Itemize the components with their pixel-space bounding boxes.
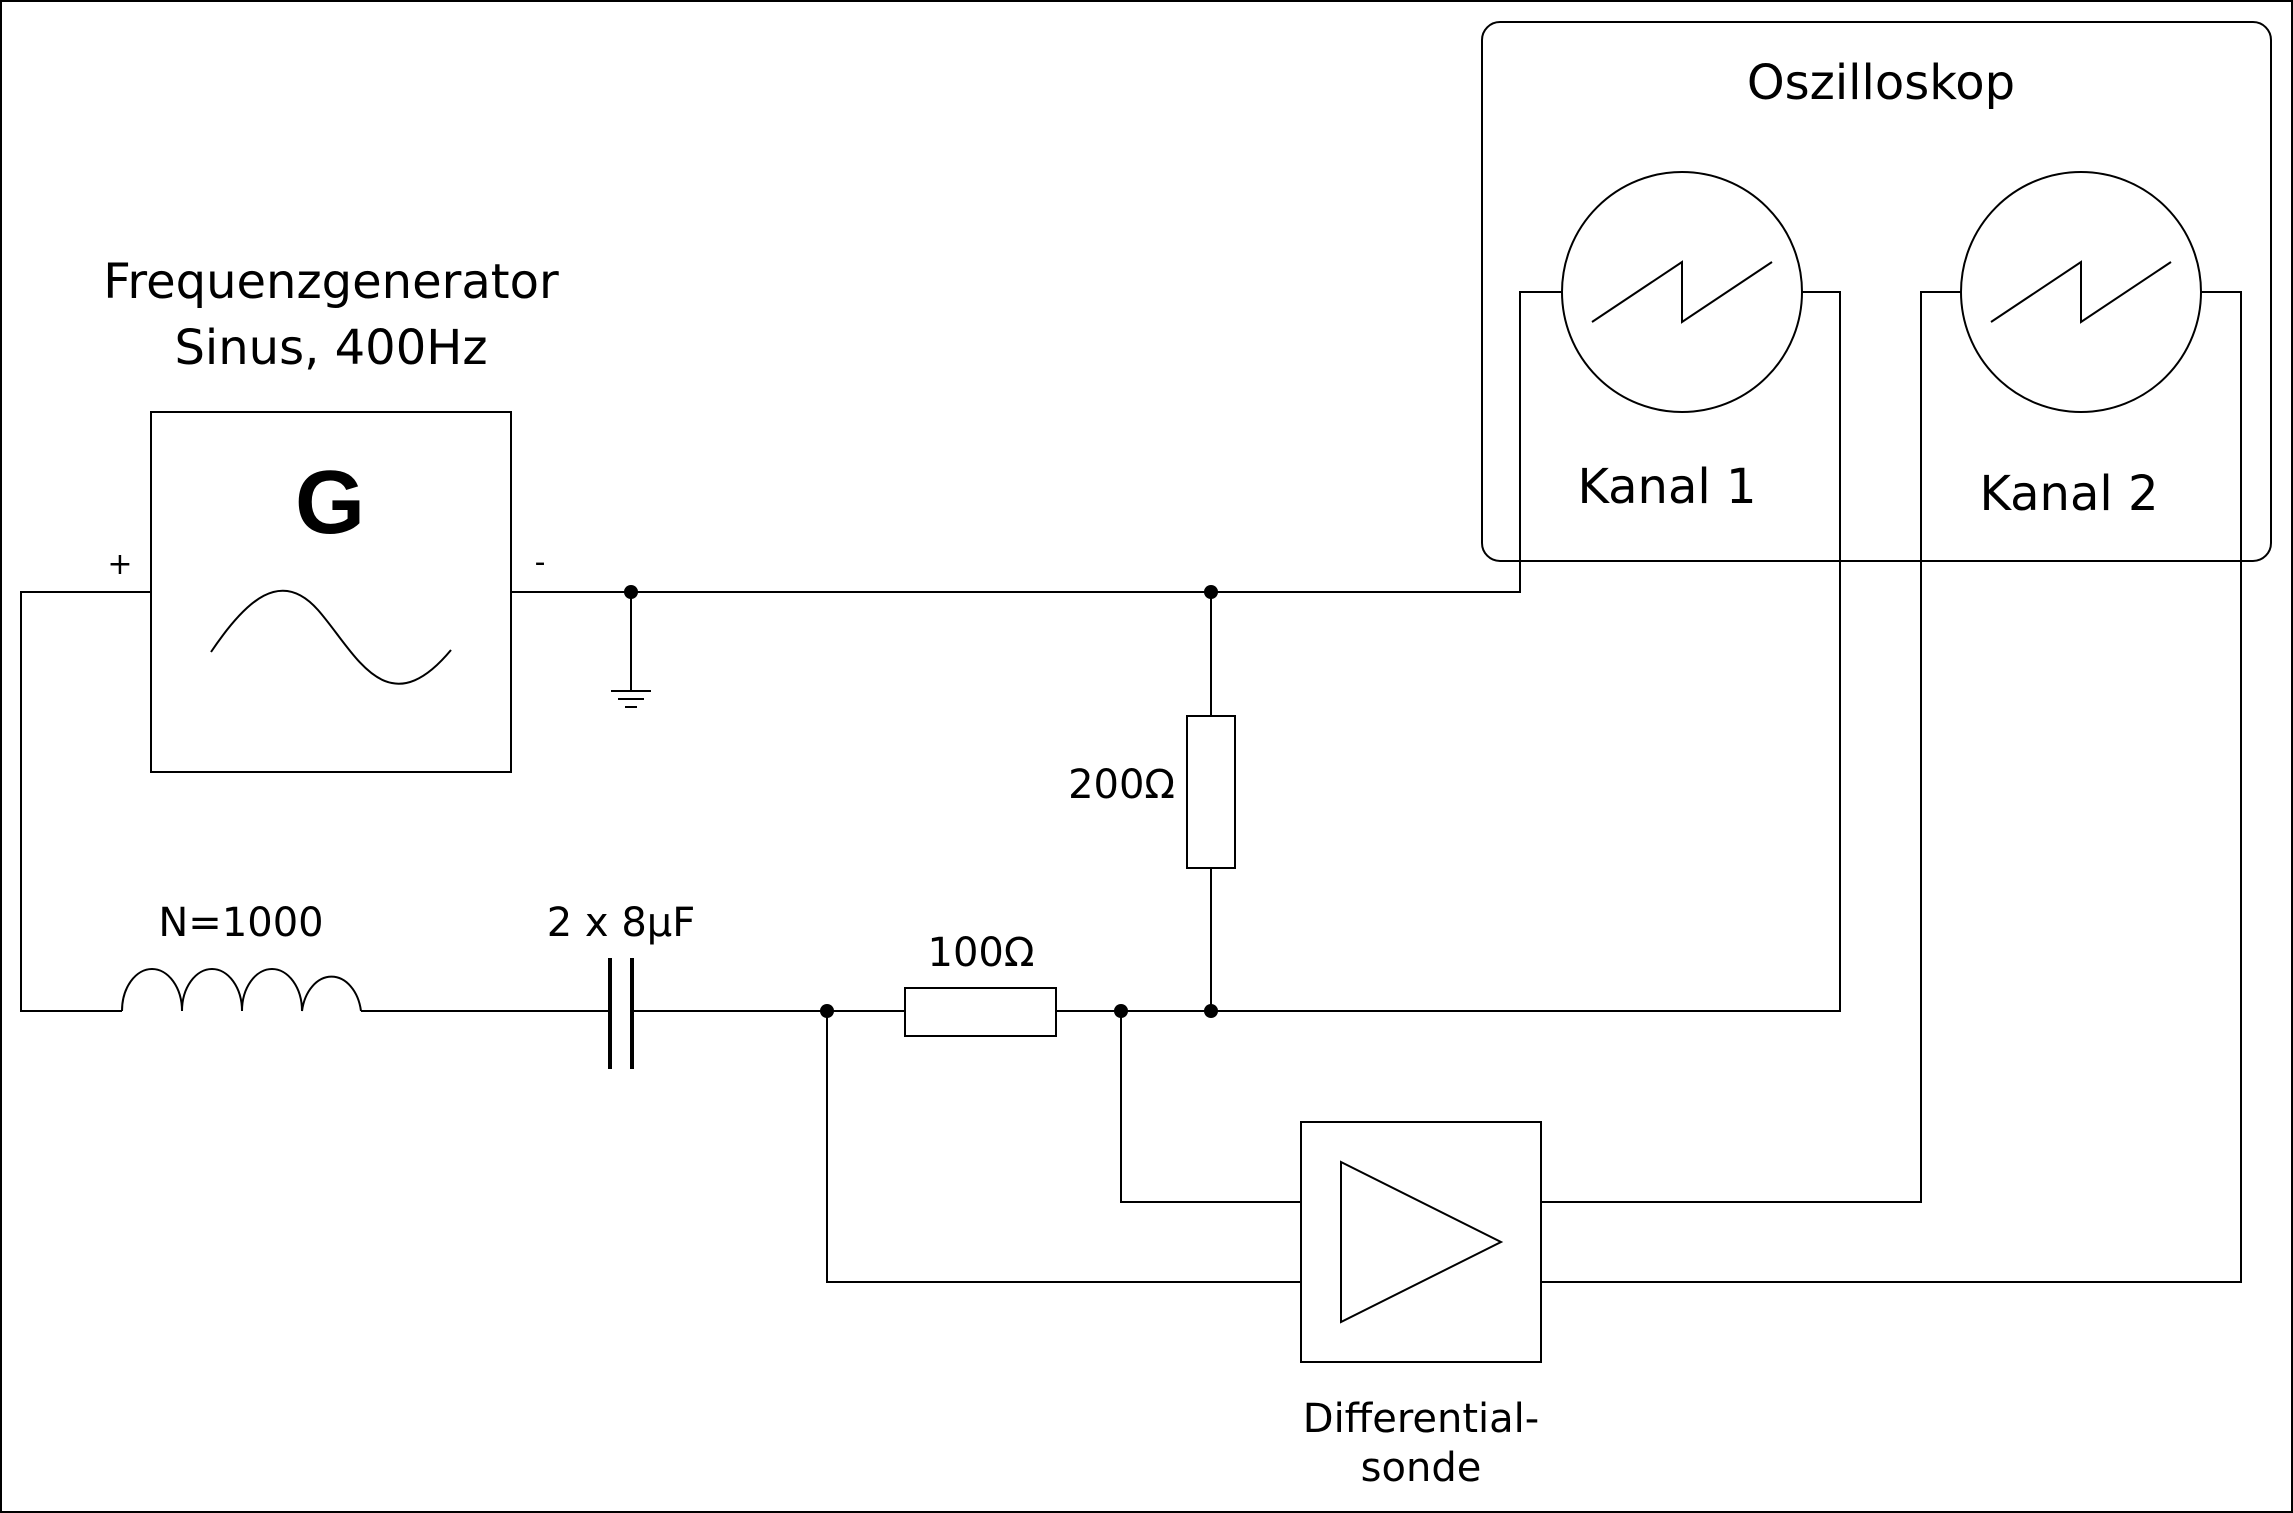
wire-channel-2-right xyxy=(1541,291,2242,1283)
resistor-200-body xyxy=(1186,715,1236,869)
sawtooth-wave-icon xyxy=(1990,260,2172,324)
oscilloscope: Oszilloskop Kanal 1 Kanal 2 xyxy=(1481,21,2272,562)
junction-dot xyxy=(624,585,638,599)
resistor-200-label: 200Ω xyxy=(1068,762,1175,808)
capacitor-label: 2 x 8µF xyxy=(547,900,695,946)
resistor-100: 100Ω xyxy=(904,930,1057,1037)
inductor: N=1000 xyxy=(121,900,362,1012)
junction-dot xyxy=(1204,585,1218,599)
inductor-coil-icon xyxy=(121,968,362,1012)
generator-minus-terminal: - xyxy=(535,545,546,580)
generator-title-line1: Frequenzgenerator xyxy=(103,254,559,310)
capacitor: 2 x 8µF xyxy=(547,900,695,1069)
amplifier-triangle-icon xyxy=(1340,1160,1504,1324)
junction-dot xyxy=(1204,1004,1218,1018)
junction-dot xyxy=(1114,1004,1128,1018)
sawtooth-wave-icon xyxy=(1591,260,1773,324)
channel-1-label: Kanal 1 xyxy=(1577,459,1756,515)
resistor-100-label: 100Ω xyxy=(928,930,1035,976)
ground-icon xyxy=(611,690,651,708)
junction-dot xyxy=(820,1004,834,1018)
wire-probe-input-b xyxy=(826,1011,1301,1283)
wire-generator-plus xyxy=(20,591,151,1012)
generator-title-line2: Sinus, 400Hz xyxy=(174,320,487,376)
inductor-label: N=1000 xyxy=(158,900,323,946)
wiring xyxy=(20,291,2242,1283)
generator-box xyxy=(150,411,512,773)
channel-2-display: Kanal 2 xyxy=(1960,171,2202,522)
resistor-100-body xyxy=(904,987,1057,1037)
wire-ground-bus xyxy=(511,291,1562,593)
differential-probe: Differential- sonde xyxy=(1300,1121,1542,1491)
junctions xyxy=(624,585,1218,1018)
probe-label-line1: Differential- xyxy=(1303,1396,1539,1442)
oscilloscope-title: Oszilloskop xyxy=(1747,55,2015,111)
frequency-generator: Frequenzgenerator Sinus, 400Hz G + - xyxy=(103,254,559,773)
oscilloscope-housing xyxy=(1481,21,2272,562)
wire-channel-2-left xyxy=(1541,291,1961,1203)
generator-symbol: G xyxy=(295,453,365,553)
wire-channel-1-signal xyxy=(1056,291,1841,1012)
channel-2-label: Kanal 2 xyxy=(1979,466,2158,522)
probe-label-line2: sonde xyxy=(1361,1445,1482,1491)
probe-box xyxy=(1300,1121,1542,1363)
wire-probe-input-a xyxy=(1120,1011,1301,1203)
generator-plus-terminal: + xyxy=(107,547,132,582)
sine-wave-icon xyxy=(210,589,452,685)
channel-1-display: Kanal 1 xyxy=(1561,171,1803,515)
resistor-200: 200Ω xyxy=(1068,715,1236,869)
